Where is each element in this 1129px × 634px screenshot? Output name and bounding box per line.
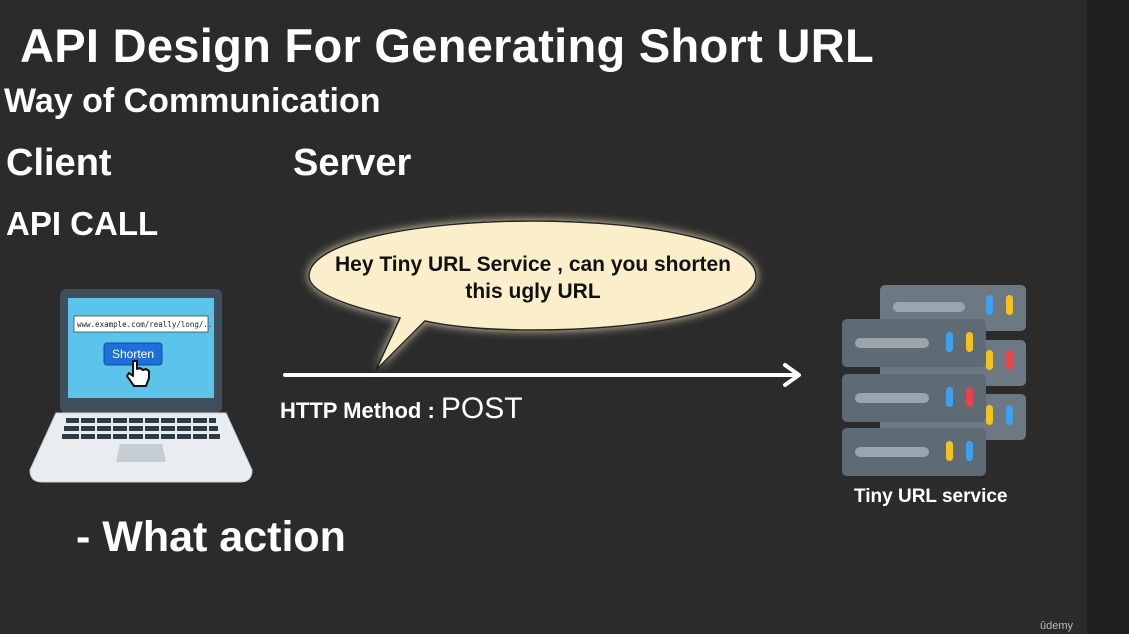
server-label: Server [293, 142, 412, 184]
api-call-label: API CALL [6, 205, 159, 242]
shorten-button-label: Shorten [112, 347, 154, 361]
udemy-watermark: ûdemy [1040, 620, 1074, 632]
request-arrow [283, 363, 801, 387]
bullet-what-action: - What action [76, 513, 346, 561]
http-method-line: HTTP Method : POST [280, 392, 523, 426]
http-method-label: HTTP Method : [280, 398, 441, 423]
keyboard [62, 418, 220, 439]
http-method-value: POST [440, 392, 523, 425]
client-label: Client [6, 142, 112, 184]
page-title: API Design For Generating Short URL [20, 19, 874, 72]
server-caption: Tiny URL service [854, 486, 1008, 507]
server-stack-icon [842, 285, 1026, 476]
subtitle: Way of Communication [4, 82, 381, 120]
speech-bubble [308, 220, 757, 371]
hand-cursor-icon [126, 360, 150, 387]
speech-bubble-text: Hey Tiny URL Service , can you shorten t… [334, 253, 732, 303]
side-panel [1087, 0, 1129, 634]
url-field-text: www.example.com/really/long/.. [77, 320, 212, 329]
laptop-icon: www.example.com/really/long/.. Shorten [29, 289, 253, 483]
